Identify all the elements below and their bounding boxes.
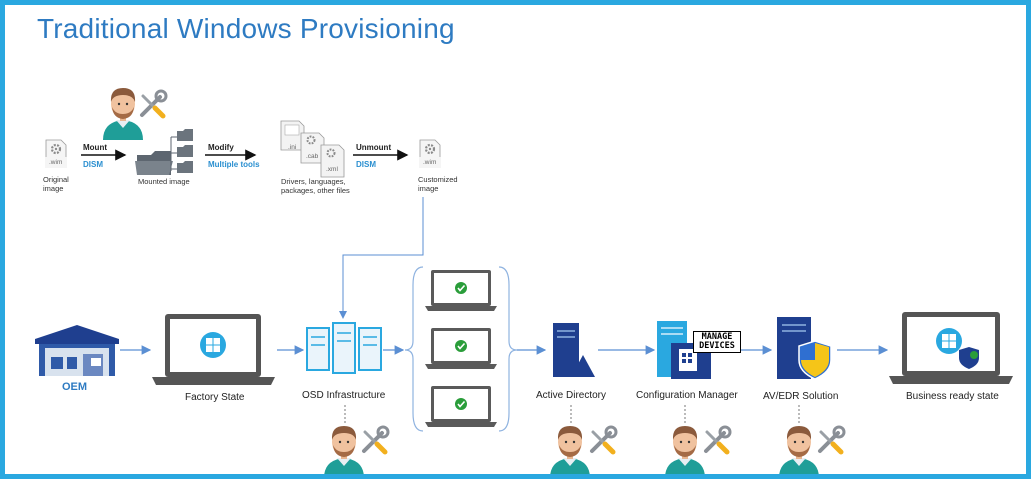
- original-image-label: Original image: [43, 175, 69, 193]
- modify-label: Modify: [208, 143, 234, 152]
- configuration-manager-label: Configuration Manager: [636, 390, 738, 401]
- modify-tool-label: Multiple tools: [208, 160, 260, 169]
- customized-image-icon: [418, 138, 442, 168]
- document-icon: [280, 120, 345, 178]
- admin-person-icon: [550, 426, 590, 474]
- shield-icon: [798, 340, 832, 380]
- mount-label: Mount: [83, 143, 107, 152]
- image-to-osd-connector: [339, 197, 424, 319]
- unmount-tool-label: DISM: [356, 160, 376, 169]
- tools-icon: [364, 427, 388, 452]
- customized-image-label: Customized image: [418, 175, 458, 193]
- active-directory-label: Active Directory: [536, 390, 607, 401]
- windows-logo-icon: [200, 332, 226, 358]
- laptop-icon: [424, 385, 498, 428]
- admin-person-icon: [779, 426, 819, 474]
- business-ready-label: Business ready state: [906, 391, 999, 402]
- laptop-icon: [424, 327, 498, 370]
- tools-icon: [142, 91, 166, 116]
- mount-tool-label: DISM: [83, 160, 103, 169]
- tools-icon: [820, 427, 844, 452]
- slide-title: Traditional Windows Provisioning: [37, 13, 455, 44]
- folder-icon: [135, 129, 193, 175]
- manage-devices-watermark: MANAGE DEVICES: [693, 331, 741, 353]
- mounted-image-label: Mounted image: [138, 177, 190, 186]
- tools-icon: [706, 427, 730, 452]
- server-icon: [553, 323, 595, 377]
- ini-ext: .ini: [288, 144, 297, 151]
- shield-icon: [959, 347, 979, 369]
- oem-label: OEM: [62, 381, 88, 393]
- unmount-label: Unmount: [356, 143, 392, 152]
- devices-brace-right: [498, 266, 518, 432]
- admin-person-icon: [665, 426, 705, 474]
- laptop-icon: [424, 269, 498, 312]
- windows-logo-icon: [936, 328, 962, 354]
- factory-state-label: Factory State: [185, 392, 245, 403]
- files-label: Drivers, languages, packages, other file…: [281, 177, 350, 195]
- warehouse-icon: [35, 325, 119, 376]
- admin-person-icon: [324, 426, 364, 474]
- xml-ext: .xml: [326, 166, 338, 173]
- original-image-icon: [44, 138, 68, 168]
- provisioning-diagram: [35, 88, 1013, 474]
- original-image-ext: .wim: [49, 159, 63, 166]
- customized-image-ext: .wim: [423, 159, 437, 166]
- av-edr-label: AV/EDR Solution: [763, 391, 839, 402]
- server-icon: [306, 322, 382, 374]
- cab-ext: .cab: [306, 153, 319, 160]
- devices-brace-left: [404, 266, 424, 432]
- admin-person-icon: [103, 88, 143, 140]
- tools-icon: [592, 427, 616, 452]
- osd-infrastructure-label: OSD Infrastructure: [302, 390, 386, 401]
